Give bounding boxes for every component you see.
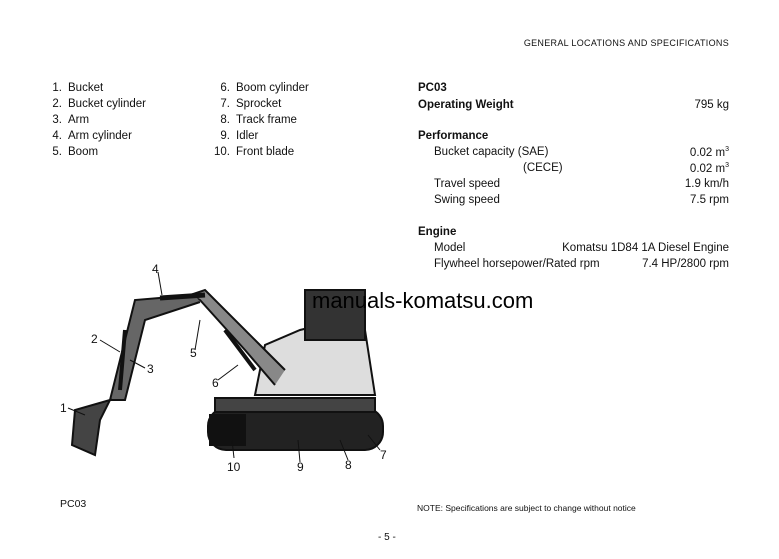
section-title: Performance (418, 130, 489, 142)
spec-label: Swing speed (434, 194, 500, 206)
list-item: 6.Boom cylinder (220, 82, 309, 94)
spec-value: 7.4 HP/2800 rpm (642, 258, 729, 270)
diagram-label: 1 (60, 401, 67, 415)
diagram-label: 5 (190, 346, 197, 360)
diagram-label: 7 (380, 448, 387, 462)
spec-label: Bucket capacity (SAE) (434, 146, 549, 158)
bucket-cylinder (118, 329, 127, 391)
spec-value: 0.02 m3 (689, 146, 729, 159)
spec-label: (CECE) (523, 162, 563, 174)
list-item: 10.Front blade (214, 146, 295, 158)
bucket (70, 398, 112, 457)
figure-caption: PC03 (60, 498, 87, 510)
list-item: 8.Track frame (220, 114, 297, 126)
spec-label: Operating Weight (418, 99, 514, 111)
list-item: 4.Arm cylinder (52, 130, 132, 142)
diagram-label: 8 (345, 458, 352, 472)
spec-value: 1.9 km/h (684, 178, 729, 190)
list-item: 9.Idler (220, 130, 259, 142)
spec-label: Model (434, 242, 466, 254)
list-item: 3.Arm (52, 114, 90, 126)
watermark: manuals-komatsu.com (312, 288, 534, 313)
note-text: NOTE: Specifications are subject to chan… (417, 503, 636, 513)
list-item: 7.Sprocket (220, 98, 282, 110)
arm-cylinder (159, 292, 206, 301)
spec-value: 795 kg (694, 99, 729, 111)
spec-label: Flywheel horsepower/Rated rpm (434, 258, 600, 270)
model-title: PC03 (418, 82, 447, 94)
spec-value: Komatsu 1D84 1A Diesel Engine (562, 242, 729, 254)
diagram-label: 3 (147, 362, 154, 376)
spec-value: 0.02 m3 (689, 162, 729, 175)
section-title: Engine (418, 226, 457, 238)
diagram-label: 10 (227, 460, 241, 474)
list-item: 2.Bucket cylinder (52, 98, 146, 110)
diagram-label: 2 (91, 332, 98, 346)
list-item: 5.Boom (52, 146, 99, 158)
list-item: 1.Bucket (52, 82, 104, 94)
page-number: - 5 - (378, 532, 396, 543)
spec-value: 7.5 rpm (690, 194, 729, 206)
diagram-label: 9 (297, 460, 304, 474)
diagram-label: 4 (152, 262, 159, 276)
section-header: GENERAL LOCATIONS AND SPECIFICATIONS (523, 38, 729, 48)
seat (304, 289, 366, 341)
spec-label: Travel speed (434, 178, 501, 190)
front-blade (209, 414, 246, 446)
parts-list-col2: 6.Boom cylinder 7.Sprocket 8.Track frame… (208, 80, 309, 160)
diagram-label: 6 (212, 376, 219, 390)
parts-list-col1: 1.Bucket 2.Bucket cylinder 3.Arm 4.Arm c… (40, 80, 146, 160)
boom (187, 288, 286, 386)
